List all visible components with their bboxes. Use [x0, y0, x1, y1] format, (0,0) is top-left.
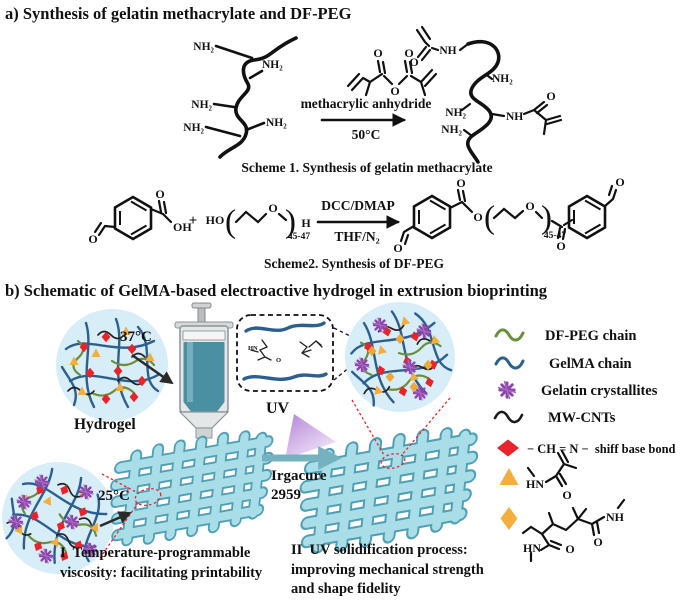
scheme1-caption: Scheme 1. Synthesis of gelatin methacryl…: [241, 160, 493, 175]
yellow-triangle-icon: [499, 468, 519, 485]
temp-25c-label: 25°C: [98, 488, 130, 504]
scheme1-gelma-product: O NH NH₂ NH₂ NH₂ NH O: [409, 25, 563, 164]
legend-label-crystallites: Gelatin crystallites: [541, 383, 658, 399]
temp-37c-label: 37°C: [120, 329, 152, 345]
o-label: O: [565, 542, 574, 556]
hydrogel-circle-crosslinked: [340, 301, 456, 412]
o-label: O: [556, 239, 565, 253]
green-squiggle-icon: [494, 328, 525, 342]
step1-line2: viscosity: facilitating printability: [60, 564, 263, 581]
o-label: O: [562, 488, 571, 502]
o-label: O: [456, 176, 465, 190]
scheme2-formylbenzoic-acid: O O OH: [88, 187, 192, 246]
scheme1-methacrylic-anhydride: O O O: [346, 46, 438, 98]
o-label: O: [473, 210, 482, 224]
paren-close: ): [541, 200, 552, 236]
condition-label: 50°C: [352, 127, 381, 142]
repeat-count: 45-47: [288, 232, 310, 242]
o-label: O: [593, 535, 602, 549]
o-label: O: [546, 89, 555, 103]
o-label: O: [155, 187, 164, 201]
legend-label-schiff: − CH = N − shiff base bond: [527, 442, 676, 456]
o-label: O: [390, 84, 399, 98]
o-label: O: [276, 357, 281, 364]
hydrogel-circle-cold: [0, 455, 119, 575]
legend-label-mwcnts: MW-CNTs: [548, 410, 616, 426]
nh2-label: NH₂: [262, 59, 283, 71]
o-label: O: [268, 201, 277, 215]
nh-label: NH: [439, 45, 456, 57]
step2-line2: improving mechanical strength: [291, 561, 484, 578]
section-a-title: a) Synthesis of gelatin methacrylate and…: [5, 4, 352, 23]
nh2-label: NH₂: [441, 124, 462, 136]
nh2-label: NH₂: [492, 73, 513, 85]
paren-open: (: [225, 204, 236, 240]
section-b-title: b) Schematic of GelMA-based electroactiv…: [5, 281, 548, 300]
photoinitiator-line2: 2959: [271, 486, 301, 503]
o-label: O: [373, 46, 382, 60]
arrow-25c: [99, 511, 132, 528]
paren-open: (: [484, 200, 495, 236]
nh2-label: NH₂: [191, 99, 212, 111]
uv-beam: [285, 414, 336, 459]
o-label: O: [615, 175, 624, 189]
step2-line1: II UV solidification process:: [291, 542, 468, 558]
oh-label: OH: [173, 220, 192, 234]
scheme2-dfpeg-product: O O O ( O ) 45-47 O O: [393, 175, 624, 255]
nh2-label: NH₂: [183, 122, 204, 134]
o-label: O: [393, 241, 402, 255]
nh2-label: NH₂: [193, 41, 214, 53]
hydrogel-circle-hot: [56, 309, 168, 421]
syringe: [174, 302, 234, 452]
nh2-label: NH₂: [266, 117, 287, 129]
nh2-label: NH₂: [445, 107, 466, 119]
legend-label-dfpeg: DF-PEG chain: [545, 328, 637, 344]
legend-label-gelma: GelMA chain: [549, 356, 632, 372]
scheme1-gelatin-chain: NH₂ NH₂ NH₂ NH₂ NH₂: [183, 36, 298, 159]
h-label: H: [301, 216, 311, 230]
o-label: O: [525, 199, 534, 213]
blue-squiggle-icon: [494, 356, 525, 370]
ho-label: HO: [206, 213, 225, 227]
o-label: O: [88, 232, 97, 246]
paren-close: ): [285, 204, 296, 240]
hn-label: HN: [523, 541, 541, 555]
reagent-bottom-label: THF/N₂: [334, 229, 379, 244]
crystallite-star-icon: [497, 380, 517, 400]
reagent-label: methacrylic anhydride: [301, 96, 432, 111]
crosslink-inset-box: HN O: [236, 314, 359, 392]
hn-label: HN: [248, 345, 258, 352]
legend-icons: [493, 328, 525, 530]
o-label: O: [404, 46, 413, 60]
legend-structure-crosslink: O NH HN O: [521, 498, 626, 563]
uv-label: UV: [266, 400, 290, 417]
nh-label: NH: [606, 510, 625, 524]
legend-structure-methacrylamide: HN O: [526, 449, 578, 502]
plus-sign: +: [189, 213, 198, 229]
hn-label: HN: [526, 477, 544, 491]
photoinitiator-label: Irgacure 2959: [271, 467, 327, 505]
step1-line1: I Temperature-programmable: [60, 545, 251, 561]
scheme2-peg: HO ( O ) 45-47 H: [206, 201, 312, 242]
reagent-top-label: DCC/DMAP: [321, 198, 395, 213]
step1-caption: I Temperature-programmable viscosity: fa…: [60, 544, 262, 583]
scheme2-caption: Scheme2. Synthesis of DF-PEG: [264, 256, 444, 271]
red-diamond-icon: [497, 439, 519, 457]
step2-line3: and shape fidelity: [291, 581, 401, 598]
black-squiggle-icon: [493, 410, 524, 424]
scheme2-arrow: DCC/DMAP THF/N₂: [316, 198, 401, 244]
step2-caption: II UV solidification process: improving …: [291, 541, 484, 600]
yellow-diamond-icon: [500, 507, 518, 530]
arrow-to-syringe: [131, 353, 174, 385]
repeat-count: 45-47: [544, 231, 566, 241]
scheme1-arrow: methacrylic anhydride 50°C: [301, 96, 432, 142]
o-label: O: [409, 55, 418, 69]
nh-label: NH: [506, 111, 523, 123]
hydrogel-label: Hydrogel: [74, 416, 136, 433]
photoinitiator-line1: Irgacure: [271, 468, 327, 484]
